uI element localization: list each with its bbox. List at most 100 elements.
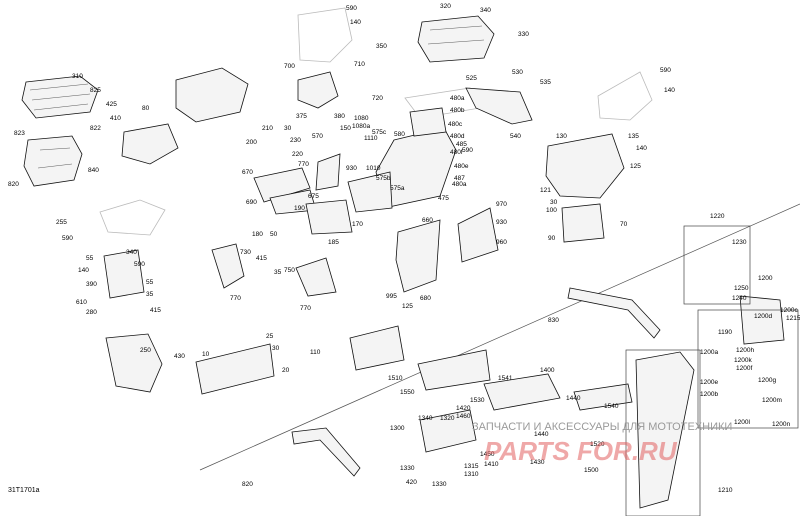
callout-label: 1080: [354, 115, 369, 122]
callout-label: 30: [550, 199, 558, 206]
callout-label: 1210: [718, 487, 733, 494]
front-rack-part: [417, 15, 495, 63]
callout-label: 130: [556, 133, 567, 140]
callout-label: 150: [340, 125, 351, 132]
headlight-bracket-part: [465, 87, 533, 125]
callout-label: 425: [106, 101, 117, 108]
callout-label: 1200a: [700, 349, 718, 356]
callout-label: 375: [296, 113, 307, 120]
callout-label: 1200h: [736, 347, 754, 354]
callout-label: 480c: [448, 121, 463, 128]
callout-label: 140: [350, 19, 361, 26]
callout-label: 540: [510, 133, 521, 140]
callout-label: 1200l: [734, 419, 750, 426]
floorboard-parts: [105, 325, 633, 453]
callout-label: 485: [456, 141, 467, 148]
callout-label: 610: [76, 299, 87, 306]
callout-label: 487: [454, 175, 465, 182]
callout-label: 330: [518, 31, 529, 38]
rear-rack-part: [21, 75, 99, 119]
callout-label: 35: [146, 291, 154, 298]
callout-label: 1520: [590, 441, 605, 448]
callout-label: 1200g: [758, 377, 776, 384]
callout-label: 1410: [484, 461, 499, 468]
callout-label: 930: [346, 165, 357, 172]
side-panel-parts: [211, 153, 499, 297]
callout-label: 210: [262, 125, 273, 132]
callout-label: 55: [146, 279, 154, 286]
callout-label: 690: [246, 199, 257, 206]
callout-label: 1250: [734, 285, 749, 292]
diagram-code: 31T1701a: [8, 487, 40, 494]
callout-label: 1200k: [734, 357, 752, 364]
callout-label: 480a: [452, 181, 467, 188]
callout-label: 1215: [786, 315, 800, 322]
callout-label: 140: [78, 267, 89, 274]
callout-label: 80: [142, 105, 150, 112]
callout-label: 770: [300, 305, 311, 312]
callout-label: 1430: [530, 459, 545, 466]
callout-label: 1190: [718, 329, 732, 336]
callout-label: 430: [174, 353, 185, 360]
callout-label: 480a: [450, 95, 465, 102]
callout-label: 575b: [376, 175, 391, 182]
bracket-part: [103, 249, 145, 299]
callout-label: 1340: [418, 415, 433, 422]
callout-label: 415: [256, 255, 267, 262]
callout-label: 1330: [432, 481, 447, 488]
callout-label: 1200f: [736, 365, 752, 372]
callout-label: 1110: [364, 135, 378, 142]
callout-label: 670: [242, 169, 253, 176]
section-dividers: [199, 203, 800, 471]
callout-label: 410: [110, 115, 121, 122]
callout-label: 1460: [456, 413, 471, 420]
tube-parts: [291, 287, 661, 477]
callout-label: 1440: [566, 395, 581, 402]
callout-label: 1420: [456, 405, 471, 412]
callout-label: 390: [86, 281, 97, 288]
callout-label: 822: [90, 125, 101, 132]
callout-label: 750: [284, 267, 295, 274]
callout-label: 840: [88, 167, 99, 174]
callout-label: 180: [252, 231, 263, 238]
callout-label: 480b: [450, 107, 465, 114]
callout-label: 930: [496, 219, 507, 226]
callout-label: 170: [352, 221, 363, 228]
callout-label: 1440: [534, 431, 549, 438]
callout-label: 350: [376, 43, 387, 50]
callout-label: 125: [630, 163, 641, 170]
callout-label: 340: [126, 249, 137, 256]
callout-label: 1220: [710, 213, 725, 220]
callout-label: 280: [86, 309, 97, 316]
callout-label: 230: [290, 137, 301, 144]
callout-label: 1200m: [762, 397, 782, 404]
center-console-part: [375, 107, 457, 209]
callout-label: 310: [72, 73, 83, 80]
callout-label: 1230: [732, 239, 747, 246]
callout-label: 340: [480, 7, 491, 14]
callout-label: 970: [496, 201, 507, 208]
callout-label: 380: [334, 113, 345, 120]
callout-label: 420: [406, 479, 417, 486]
callout-label: 590: [134, 261, 145, 268]
callout-label: 823: [14, 130, 25, 137]
callout-label: 1510: [388, 375, 403, 382]
callout-label: 700: [284, 63, 295, 70]
callout-label: 475: [438, 195, 449, 202]
callout-label: 660: [422, 217, 433, 224]
callout-label: 525: [466, 75, 477, 82]
callout-label: 710: [354, 61, 365, 68]
callout-label: 1310: [464, 471, 479, 478]
callout-label: 135: [628, 133, 639, 140]
inset-boxes: [625, 225, 799, 516]
callout-labels: 5901403203403503303108254254108228238208…: [8, 3, 800, 494]
callout-label: 1200d: [754, 313, 772, 320]
callout-label: 70: [620, 221, 628, 228]
callout-label: 255: [56, 219, 67, 226]
cover-part: [297, 71, 339, 109]
callout-label: 190: [294, 205, 305, 212]
callout-label: 680: [420, 295, 431, 302]
callout-label: 1200b: [700, 391, 718, 398]
callout-label: 35: [274, 269, 282, 276]
